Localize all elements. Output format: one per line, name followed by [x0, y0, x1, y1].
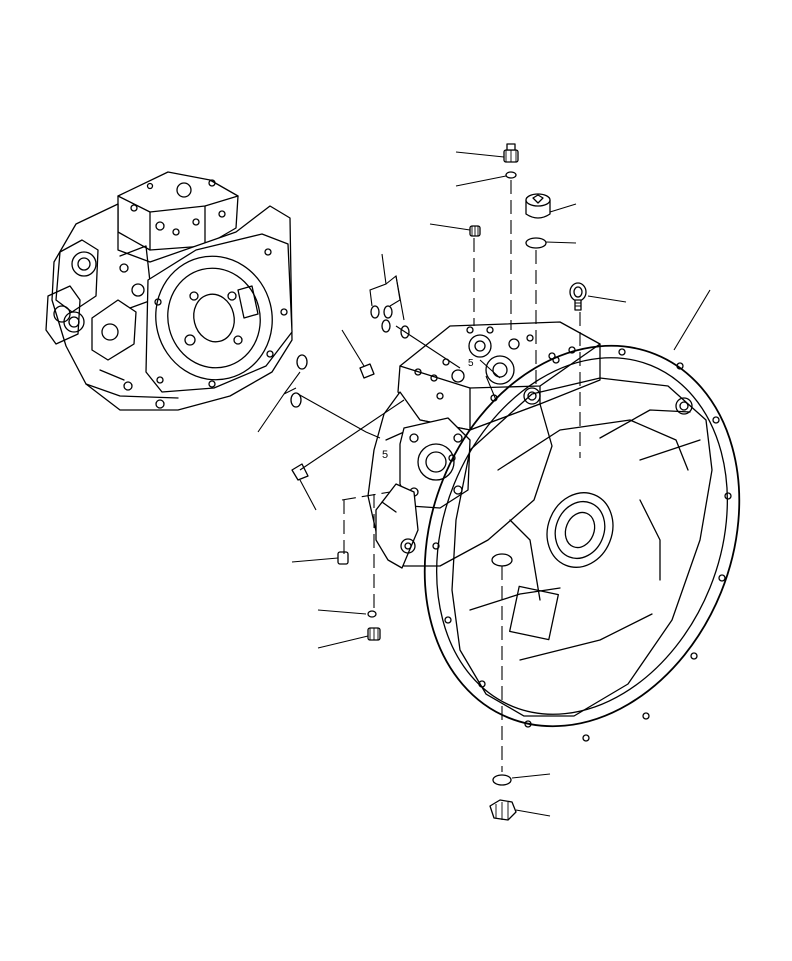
callout-leader-1 [455, 151, 505, 158]
o-ring-set [290, 305, 410, 408]
callout-leader-21 [485, 375, 497, 401]
small-mark-label: 5 [382, 449, 388, 461]
assembly-center-lines [341, 180, 581, 772]
o-ring-bottom [492, 774, 512, 786]
callout-leader-17 [511, 773, 551, 779]
plug-small-2 [337, 551, 349, 565]
callout-leader-11 [297, 393, 381, 439]
eye-bolt [569, 282, 587, 311]
callout-leader-18 [515, 809, 551, 817]
plug-hex-socket [525, 193, 551, 219]
flywheel-housing [423, 344, 741, 742]
callout-leader-20 [479, 359, 501, 379]
callout-leader-3 [549, 203, 577, 213]
small-mark-label: 5 [468, 358, 474, 369]
o-ring-large [525, 237, 547, 249]
callout-leader-15 [317, 609, 367, 615]
pump-assembly-reference-view [45, 171, 293, 411]
callout-leader-8c [385, 274, 405, 321]
callout-leader-9 [341, 329, 365, 367]
plug-small-1 [469, 225, 481, 237]
callout-leader-5 [429, 223, 471, 231]
callout-leader-7 [673, 289, 711, 351]
callout-leader-16 [317, 635, 369, 649]
fitting-2 [291, 463, 309, 481]
callout-leader-19 [395, 325, 461, 369]
fitting-1 [359, 363, 375, 379]
exploded-small-parts [290, 143, 587, 821]
callout-leader-10 [257, 371, 301, 433]
part-callout-leaders [257, 151, 711, 817]
callout-leader-4 [545, 241, 577, 244]
plug-small-3 [367, 627, 381, 641]
callout-leader-6 [587, 295, 627, 303]
callout-leader-12 [299, 399, 405, 471]
o-ring-small [367, 610, 377, 618]
drain-plug-bottom [489, 799, 517, 821]
callout-leader-8 [369, 253, 387, 307]
callout-leader-14 [291, 557, 339, 563]
main-pump-body: 5 5 [367, 321, 601, 569]
callout-leader-2 [455, 175, 507, 187]
callout-leader-13 [299, 479, 317, 511]
o-ring-top [505, 171, 517, 179]
plug-top [503, 143, 519, 163]
